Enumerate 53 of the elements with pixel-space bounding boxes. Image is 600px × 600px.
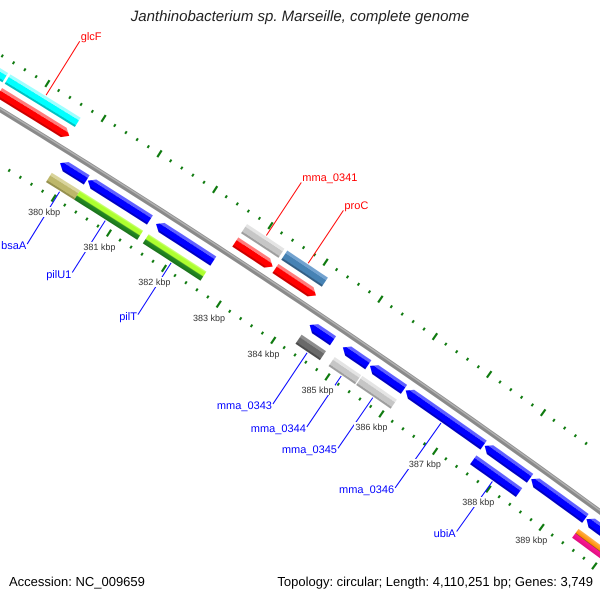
leader-line: [308, 210, 344, 264]
gene-feature: [60, 162, 90, 185]
scale-label: 381 kbp: [82, 242, 116, 252]
gene-feature: [370, 365, 408, 394]
gene-bar: [356, 376, 397, 409]
gene-feature: [88, 179, 153, 225]
gene-bar: [46, 172, 80, 200]
gene-feature: [406, 390, 487, 450]
gene-bar: [470, 455, 522, 498]
leader-line: [266, 182, 302, 236]
footer-text: Topology: circular; Length: 4,110,251 bp; Genes: 3,749: [277, 574, 593, 590]
gene-label: mma_0343: [216, 400, 272, 413]
gene-label: pilT: [119, 310, 137, 324]
scale-label: 387 kbp: [408, 459, 442, 470]
title: Janthinobacterium sp. Marseille, complete genome: [130, 8, 470, 26]
gene-feature: [342, 346, 372, 370]
gene-feature: [484, 445, 534, 483]
gene-feature: [272, 264, 316, 296]
scale-label: 388 kbp: [461, 497, 496, 508]
scale-label: 385 kbp: [300, 385, 335, 396]
gene-feature: [232, 237, 273, 268]
scale-label: 380 kbp: [27, 206, 62, 217]
gene-bar: [328, 357, 362, 384]
scale-label: 383 kbp: [192, 312, 226, 322]
leader-line: [337, 397, 374, 449]
leader-line: [272, 352, 308, 404]
gene-feature: [531, 478, 589, 523]
gene-feature: [586, 518, 600, 536]
gene-bar: [4, 74, 81, 128]
gene-label: glcF: [80, 31, 102, 44]
gene-label: mma_0344: [250, 422, 306, 436]
leader-line: [394, 422, 442, 488]
leader-line: [46, 40, 80, 96]
gene-feature: [310, 324, 336, 346]
scale-label: 384 kbp: [246, 348, 280, 359]
gene-bar: [0, 68, 8, 82]
gene-label: pilU1: [46, 268, 72, 282]
gene-bar: [241, 224, 285, 258]
footer-text: Accession: NC_009659: [9, 574, 145, 590]
gene-bar: [295, 334, 326, 360]
gene-label: mma_0341: [302, 172, 358, 186]
gene-label: ubiA: [434, 528, 456, 540]
scale-label: 389 kbp: [514, 535, 548, 546]
gene-label: proC: [344, 200, 368, 214]
gene-label: bsaA: [1, 240, 26, 254]
gene-bar: [281, 250, 328, 287]
gene-label: mma_0345: [282, 444, 337, 458]
gene-feature: [156, 222, 216, 266]
gene-bar: [74, 190, 144, 240]
gene-feature: [0, 88, 70, 138]
gene-label: mma_0346: [339, 484, 394, 497]
scale-label: 382 kbp: [137, 276, 172, 287]
scale-label: 386 kbp: [354, 422, 388, 432]
